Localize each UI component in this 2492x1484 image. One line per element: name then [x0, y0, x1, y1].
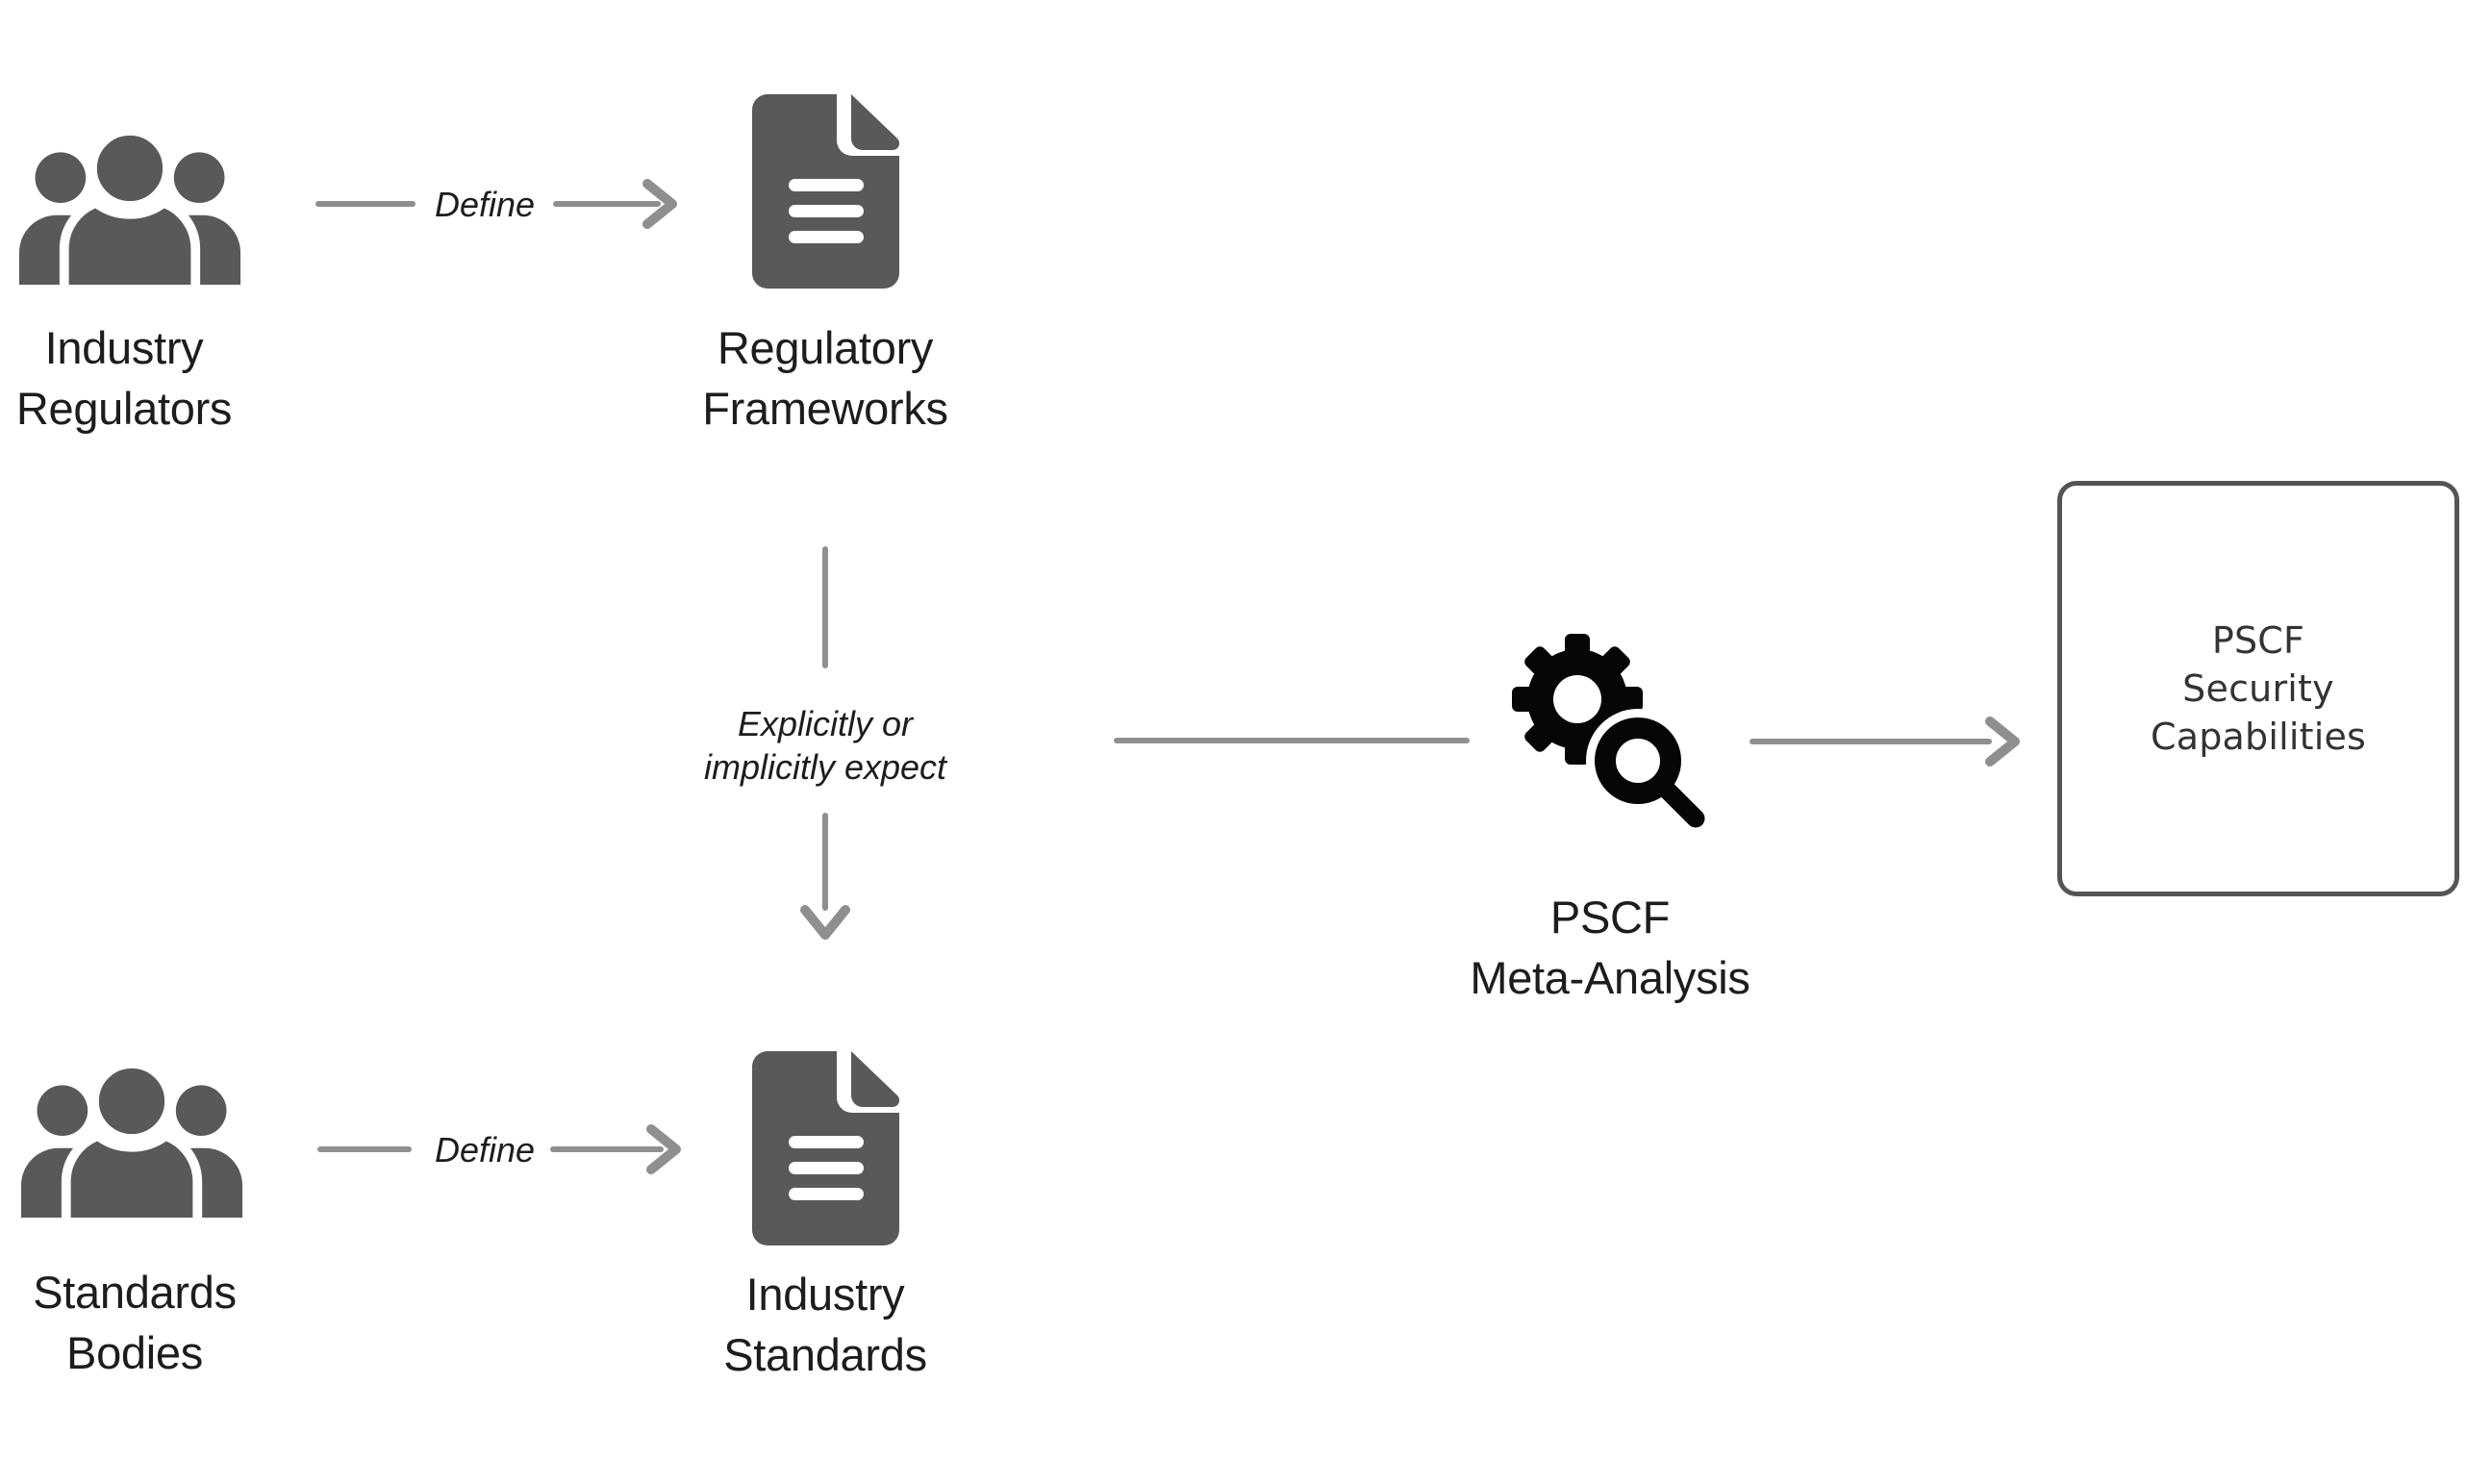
define-top-line-left [315, 201, 415, 207]
regulatory-frameworks-line2: Frameworks [702, 383, 948, 434]
expect-line-bottom [822, 813, 828, 911]
define-bottom-line-right [550, 1146, 664, 1152]
users-icon [18, 126, 241, 285]
pscf-meta-analysis-label: PSCF Meta-Analysis [1456, 887, 1764, 1008]
standards-bodies-line1: Standards [33, 1267, 237, 1318]
industry-regulators-label: Industry Regulators [0, 317, 248, 439]
arrowhead-right-icon [646, 1124, 681, 1174]
pscf-security-capabilities-line3: Capabilities [2150, 716, 2367, 758]
standards-bodies-line2: Bodies [66, 1327, 203, 1378]
users-icon [20, 1059, 243, 1218]
arrowhead-right-icon [642, 179, 677, 229]
define-top-text: Define [434, 185, 536, 224]
pscf-meta-analysis-line2: Meta-Analysis [1470, 952, 1750, 1003]
regulatory-frameworks-line1: Regulatory [717, 322, 934, 373]
pscf-security-capabilities-line1: PSCF [2211, 619, 2305, 662]
standards-bodies-label: Standards Bodies [0, 1262, 269, 1383]
arrowhead-right-icon [1985, 717, 2020, 767]
define-bottom-label: Define [417, 1128, 552, 1171]
expect-label: Explicitly or implicitly expect [681, 702, 969, 789]
expect-line-top [822, 546, 828, 668]
pscf-security-capabilities-label: PSCF Security Capabilities [2151, 616, 2366, 761]
gear-search-icon [1512, 634, 1705, 828]
document-icon [752, 94, 899, 289]
expect-label-line1: Explicitly or [737, 704, 914, 743]
pscf-meta-analysis-line1: PSCF [1549, 892, 1671, 943]
industry-regulators-line1: Industry [44, 322, 204, 373]
industry-standards-line2: Standards [723, 1329, 927, 1380]
define-top-label: Define [417, 183, 552, 226]
pscf-security-capabilities-line2: Security [2182, 667, 2334, 710]
regulatory-frameworks-label: Regulatory Frameworks [681, 317, 969, 439]
industry-standards-line1: Industry [745, 1269, 905, 1320]
define-bottom-text: Define [434, 1130, 536, 1170]
arrowhead-down-icon [800, 905, 850, 940]
expect-label-line2: implicitly expect [703, 747, 947, 787]
meta-analysis-line-left [1114, 738, 1470, 743]
pscf-security-capabilities-box: PSCF Security Capabilities [2057, 481, 2459, 896]
define-bottom-line-left [317, 1146, 412, 1152]
capabilities-arrow-line [1749, 739, 1992, 744]
industry-standards-label: Industry Standards [681, 1264, 969, 1385]
define-top-line-right [553, 201, 661, 207]
document-icon [752, 1051, 899, 1245]
industry-regulators-line2: Regulators [15, 383, 233, 434]
